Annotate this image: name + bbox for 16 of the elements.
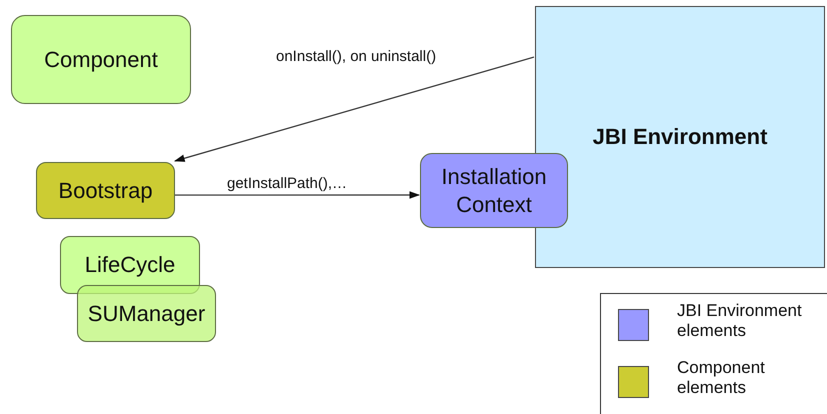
arrow	[174, 56, 534, 162]
node-label: LifeCycle	[84, 251, 176, 279]
component-box	[77, 285, 216, 342]
node-label: Installation Context	[440, 163, 548, 218]
node-label: Component	[44, 46, 158, 74]
legend-label: JBI Environment elements	[677, 301, 803, 342]
component-box	[420, 153, 568, 228]
node-label: JBI Environment	[592, 123, 768, 151]
arrow	[175, 191, 420, 199]
component-box	[11, 15, 191, 104]
component-box	[36, 162, 175, 219]
legend-label: Component elements	[677, 358, 766, 399]
node-label: SUManager	[88, 300, 206, 328]
node-label: Bootstrap	[58, 176, 153, 204]
edge-label: getInstallPath(),…	[227, 175, 348, 192]
edge-label: onInstall(), on uninstall()	[276, 48, 436, 65]
